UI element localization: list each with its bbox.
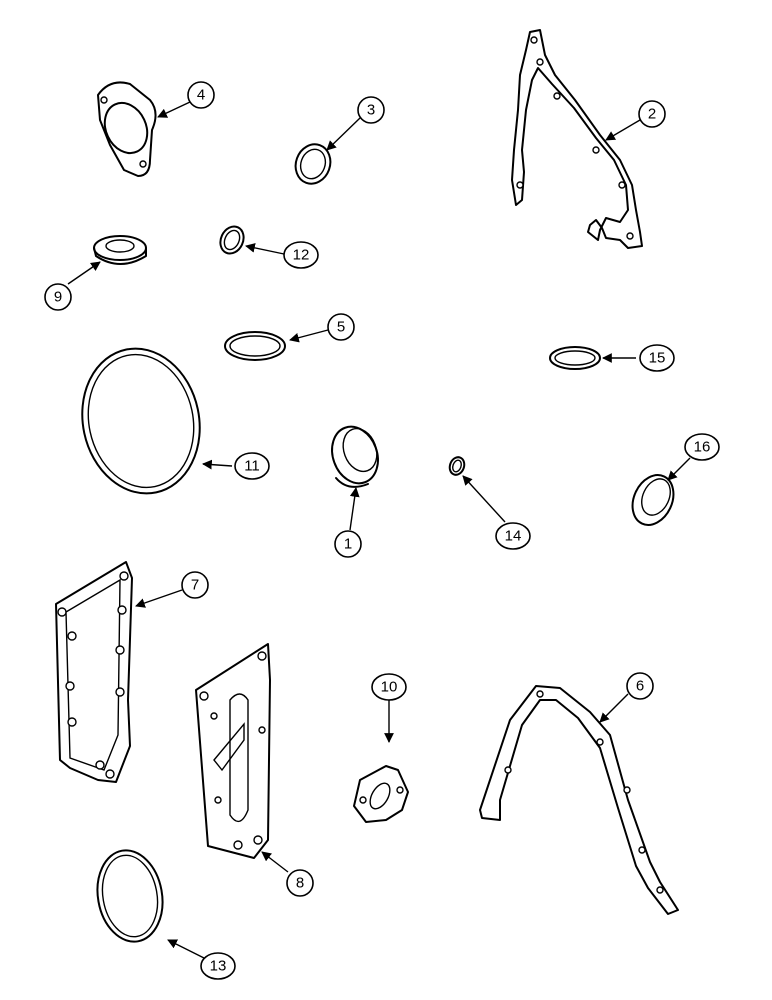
callout-6: 6 — [626, 672, 654, 700]
svg-text:10: 10 — [381, 679, 398, 696]
callout-1: 1 — [334, 530, 362, 558]
leader-lines — [67, 101, 691, 959]
part-16-seal — [631, 474, 675, 526]
svg-text:5: 5 — [337, 319, 345, 336]
part-12-o-ring — [219, 225, 245, 255]
svg-text:13: 13 — [210, 958, 227, 975]
callout-2: 2 — [638, 100, 666, 128]
svg-text:3: 3 — [367, 102, 375, 119]
part-11-large-ring — [81, 347, 201, 495]
svg-text:2: 2 — [648, 106, 656, 123]
callout-4: 4 — [187, 81, 215, 109]
callout-14: 14 — [495, 522, 531, 550]
callout-15: 15 — [639, 344, 675, 372]
part-2-front-cover-gasket — [511, 29, 643, 249]
part-13-ring — [96, 849, 164, 943]
part-4-flange-gasket — [97, 81, 157, 177]
svg-text:9: 9 — [54, 289, 62, 306]
part-5-o-ring — [224, 331, 286, 361]
svg-text:4: 4 — [197, 87, 205, 104]
callout-8: 8 — [286, 869, 314, 897]
callout-16: 16 — [684, 433, 720, 461]
svg-text:1: 1 — [344, 536, 352, 553]
svg-text:14: 14 — [505, 528, 522, 545]
part-7-cover-gasket — [55, 561, 133, 783]
callout-10: 10 — [371, 673, 407, 701]
callout-9: 9 — [44, 283, 72, 311]
svg-text:16: 16 — [694, 439, 711, 456]
svg-text:7: 7 — [191, 577, 199, 594]
part-6-rear-cover-gasket — [479, 685, 679, 915]
callout-13: 13 — [200, 952, 236, 980]
callout-7: 7 — [181, 571, 209, 599]
callout-5: 5 — [327, 313, 355, 341]
svg-text:12: 12 — [293, 247, 310, 264]
part-14-small-o-ring — [448, 456, 466, 476]
callout-3: 3 — [357, 96, 385, 124]
svg-text:11: 11 — [244, 458, 260, 475]
svg-text:8: 8 — [296, 875, 304, 892]
callout-11: 11 — [234, 452, 270, 480]
svg-text:6: 6 — [636, 678, 644, 695]
part-1-seal — [331, 425, 379, 488]
part-3-seal-ring — [294, 143, 332, 185]
part-15-o-ring — [549, 346, 601, 370]
svg-text:15: 15 — [649, 350, 666, 367]
part-9-thick-seal — [93, 235, 147, 265]
part-8-plate-gasket — [195, 643, 271, 859]
callout-12: 12 — [283, 241, 319, 269]
part-10-flange-gasket — [353, 765, 409, 823]
